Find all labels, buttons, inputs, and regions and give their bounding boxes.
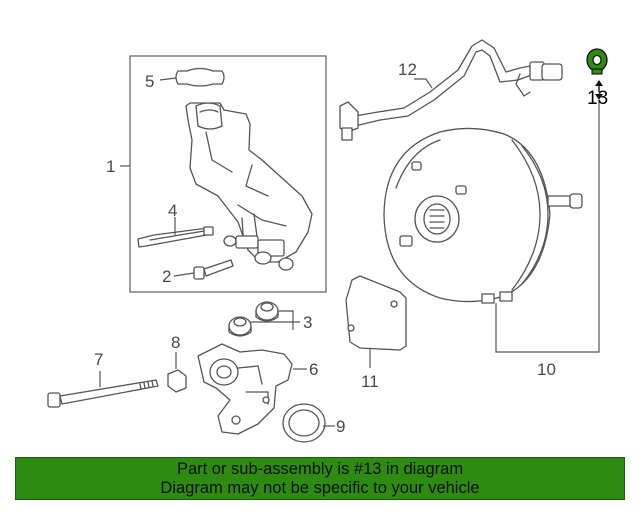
info-banner: Part or sub-assembly is #13 in diagram D…: [15, 457, 625, 500]
callout-8: 8: [171, 333, 180, 352]
callout-4: 4: [168, 201, 177, 220]
reservoir-cap-seal[interactable]: [175, 67, 225, 87]
booster-gasket[interactable]: [345, 275, 407, 351]
callout-7: 7: [94, 350, 103, 369]
pedal-bracket[interactable]: [197, 343, 293, 435]
banner-line-1: Part or sub-assembly is #13 in diagram: [176, 459, 464, 478]
seal-ring[interactable]: [282, 403, 326, 443]
brake-booster[interactable]: [383, 127, 583, 304]
callout-2: 2: [162, 267, 171, 286]
callout-10: 10: [537, 360, 556, 379]
info-banner-bg: [15, 457, 625, 500]
reservoir-seals[interactable]: [228, 301, 279, 337]
check-valve-grommet[interactable]: [586, 48, 608, 75]
callout-6: 6: [309, 360, 318, 379]
reservoir-bolt[interactable]: [193, 259, 234, 280]
fluid-level-sensor[interactable]: [137, 226, 214, 248]
callout-11: 11: [361, 372, 379, 391]
callout-9: 9: [336, 417, 345, 436]
long-bolt[interactable]: [47, 379, 159, 408]
callout-13: 13: [587, 88, 608, 109]
callout-5: 5: [145, 72, 154, 91]
master-cylinder-reservoir[interactable]: [185, 102, 313, 271]
callout-3: 3: [303, 313, 312, 332]
callout-1: 1: [106, 157, 115, 176]
master-cylinder-group-box: [129, 55, 327, 293]
banner-line-2: Diagram may not be specific to your vehi…: [160, 478, 480, 497]
callout-12: 12: [398, 60, 417, 79]
vacuum-hose[interactable]: [339, 39, 563, 141]
leader-lines: [99, 77, 603, 427]
nut[interactable]: [167, 369, 187, 393]
